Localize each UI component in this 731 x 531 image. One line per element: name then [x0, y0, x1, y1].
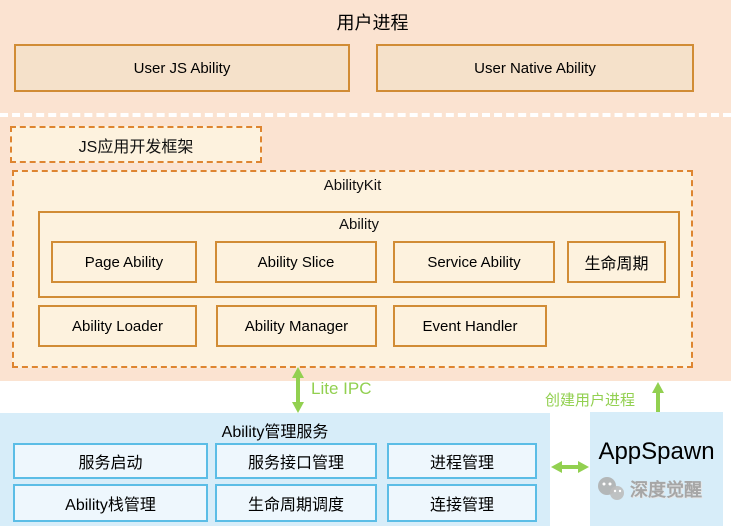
user-native-ability-label: User Native Ability: [474, 59, 596, 77]
appspawn-double-arrow-icon: [551, 461, 589, 473]
lifecycle-schedule-box: 生命周期调度: [215, 484, 377, 522]
user-native-ability-box: User Native Ability: [376, 44, 694, 92]
ability-manager-label: Ability Manager: [244, 317, 349, 335]
user-js-ability-label: User JS Ability: [133, 59, 231, 77]
js-framework-box: JS应用开发框架: [10, 126, 262, 163]
event-handler-label: Event Handler: [422, 317, 518, 335]
ability-kit-title: AbilityKit: [323, 177, 382, 194]
create-user-process-label: 创建用户进程: [545, 392, 636, 409]
service-interface-mgmt-box: 服务接口管理: [215, 443, 377, 479]
js-framework-label: JS应用开发框架: [78, 138, 194, 156]
ability-group-title: Ability: [338, 216, 379, 233]
service-startup-box: 服务启动: [13, 443, 208, 479]
service-ability-box: Service Ability: [393, 241, 555, 283]
lifecycle-schedule-label: 生命周期调度: [247, 497, 344, 514]
user-js-ability-box: User JS Ability: [14, 44, 350, 92]
ability-stack-mgmt-label: Ability栈管理: [65, 497, 156, 514]
ability-loader-box: Ability Loader: [38, 305, 197, 347]
ability-slice-label: Ability Slice: [257, 253, 335, 271]
page-ability-box: Page Ability: [51, 241, 197, 283]
process-mgmt-label: 进程管理: [429, 455, 494, 472]
lifecycle-box: 生命周期: [567, 241, 666, 283]
user-process-title: 用户进程: [336, 13, 409, 34]
connection-mgmt-label: 连接管理: [429, 497, 494, 514]
process-separator-dashed-line: [0, 113, 731, 117]
service-startup-label: 服务启动: [78, 455, 143, 472]
watermark-text: 深度觉醒: [630, 480, 702, 500]
create-user-process-arrow-icon: [652, 382, 664, 413]
page-ability-label: Page Ability: [84, 253, 164, 271]
service-interface-mgmt-label: 服务接口管理: [247, 455, 344, 472]
lifecycle-label: 生命周期: [584, 256, 649, 273]
ability-loader-label: Ability Loader: [72, 317, 163, 335]
watermark: 深度觉醒: [596, 474, 726, 504]
lite-ipc-double-arrow-icon: [292, 367, 304, 413]
event-handler-box: Event Handler: [393, 305, 547, 347]
service-ability-label: Service Ability: [427, 253, 521, 271]
connection-mgmt-box: 连接管理: [387, 484, 537, 522]
watermark-logo-icon: [598, 477, 624, 500]
ability-stack-mgmt-box: Ability栈管理: [13, 484, 208, 522]
process-mgmt-box: 进程管理: [387, 443, 537, 479]
ability-slice-box: Ability Slice: [215, 241, 377, 283]
lite-ipc-label: Lite IPC: [311, 379, 372, 398]
ability-manager-box: Ability Manager: [216, 305, 377, 347]
ability-service-title: Ability管理服务: [221, 424, 329, 441]
appspawn-box: [590, 412, 723, 526]
appspawn-label: AppSpawn: [598, 438, 715, 465]
